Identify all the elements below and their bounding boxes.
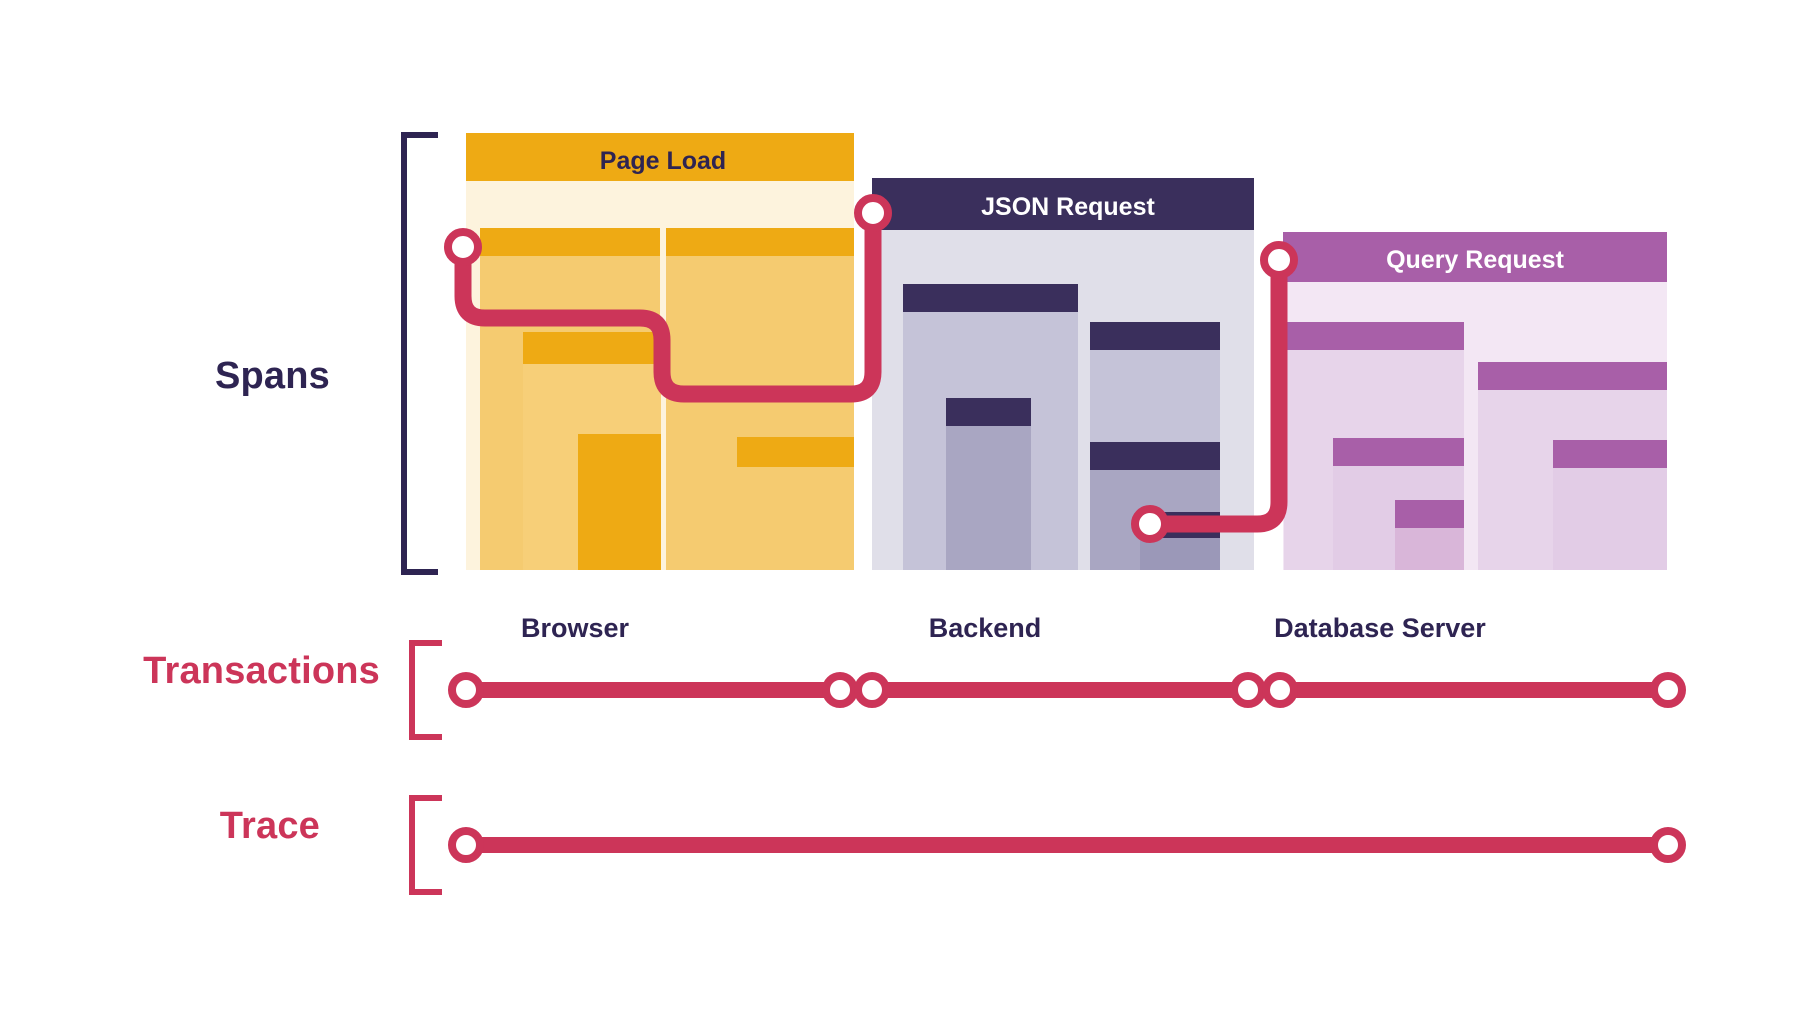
span-body: [946, 426, 1031, 570]
span-header: [1333, 438, 1464, 466]
card-title-json-request: JSON Request: [981, 193, 1155, 221]
span-body: [1553, 468, 1667, 570]
bracket-group: [401, 132, 442, 895]
transaction-endpoint-database-end[interactable]: [1650, 672, 1686, 708]
service-label-database-server: Database Server: [1274, 613, 1486, 643]
card-header-backend: [872, 178, 1254, 230]
span-backend-1: [946, 398, 1031, 570]
trace-node-backend-inner[interactable]: [1131, 505, 1169, 543]
card-title-query-request: Query Request: [1386, 246, 1564, 274]
span-browser-4: [737, 437, 854, 570]
span-header: [1090, 442, 1220, 470]
span-header: [480, 228, 660, 256]
span-header: [1553, 440, 1667, 468]
service-label-backend: Backend: [928, 613, 1042, 643]
trace-endpoint-start[interactable]: [448, 827, 484, 863]
span-body: [737, 467, 854, 570]
span-database-2: [1395, 500, 1464, 570]
row-label-trace: Trace: [219, 805, 320, 847]
span-header: [903, 284, 1078, 312]
trace-node-browser-start[interactable]: [444, 228, 482, 266]
span-body: [578, 464, 661, 570]
transaction-lines-group: [448, 672, 1686, 863]
span-database-4: [1553, 440, 1667, 570]
span-header: [578, 434, 661, 464]
transaction-card-database: [1283, 232, 1667, 570]
trace-connector-browser-to-backend: [454, 204, 882, 403]
bracket-transactions: [409, 640, 442, 740]
transaction-endpoint-browser-end[interactable]: [822, 672, 858, 708]
trace-path-group: [444, 194, 1298, 543]
bracket-spans: [401, 132, 438, 575]
transaction-endpoint-backend-end[interactable]: [1230, 672, 1266, 708]
transaction-endpoint-browser-start[interactable]: [448, 672, 484, 708]
row-label-transactions: Transactions: [143, 650, 380, 692]
span-header: [1090, 322, 1220, 350]
transaction-card-browser: [466, 133, 854, 570]
span-browser-2: [578, 434, 661, 570]
trace-node-database-start[interactable]: [1260, 241, 1298, 279]
span-header: [523, 332, 661, 364]
transaction-endpoint-backend-start[interactable]: [854, 672, 890, 708]
trace-node-browser-end[interactable]: [854, 194, 892, 232]
span-body: [1140, 538, 1220, 570]
trace-endpoint-end[interactable]: [1650, 827, 1686, 863]
transaction-card-backend: [872, 178, 1254, 570]
card-title-page-load: Page Load: [599, 147, 727, 175]
card-header-browser: [466, 133, 854, 181]
span-header: [1478, 362, 1667, 390]
span-body: [1395, 528, 1464, 570]
span-header: [946, 398, 1031, 426]
span-header: [1284, 322, 1464, 350]
transaction-endpoint-database-start[interactable]: [1262, 672, 1298, 708]
bracket-trace: [409, 795, 442, 895]
trace-connector-backend-to-database: [1141, 251, 1288, 533]
service-label-browser: Browser: [520, 613, 630, 643]
card-header-database: [1283, 232, 1667, 282]
transaction-cards-group: [466, 133, 1667, 570]
span-header: [737, 437, 854, 467]
span-header: [1395, 500, 1464, 528]
span-header: [666, 228, 854, 256]
row-label-spans: Spans: [214, 355, 330, 397]
